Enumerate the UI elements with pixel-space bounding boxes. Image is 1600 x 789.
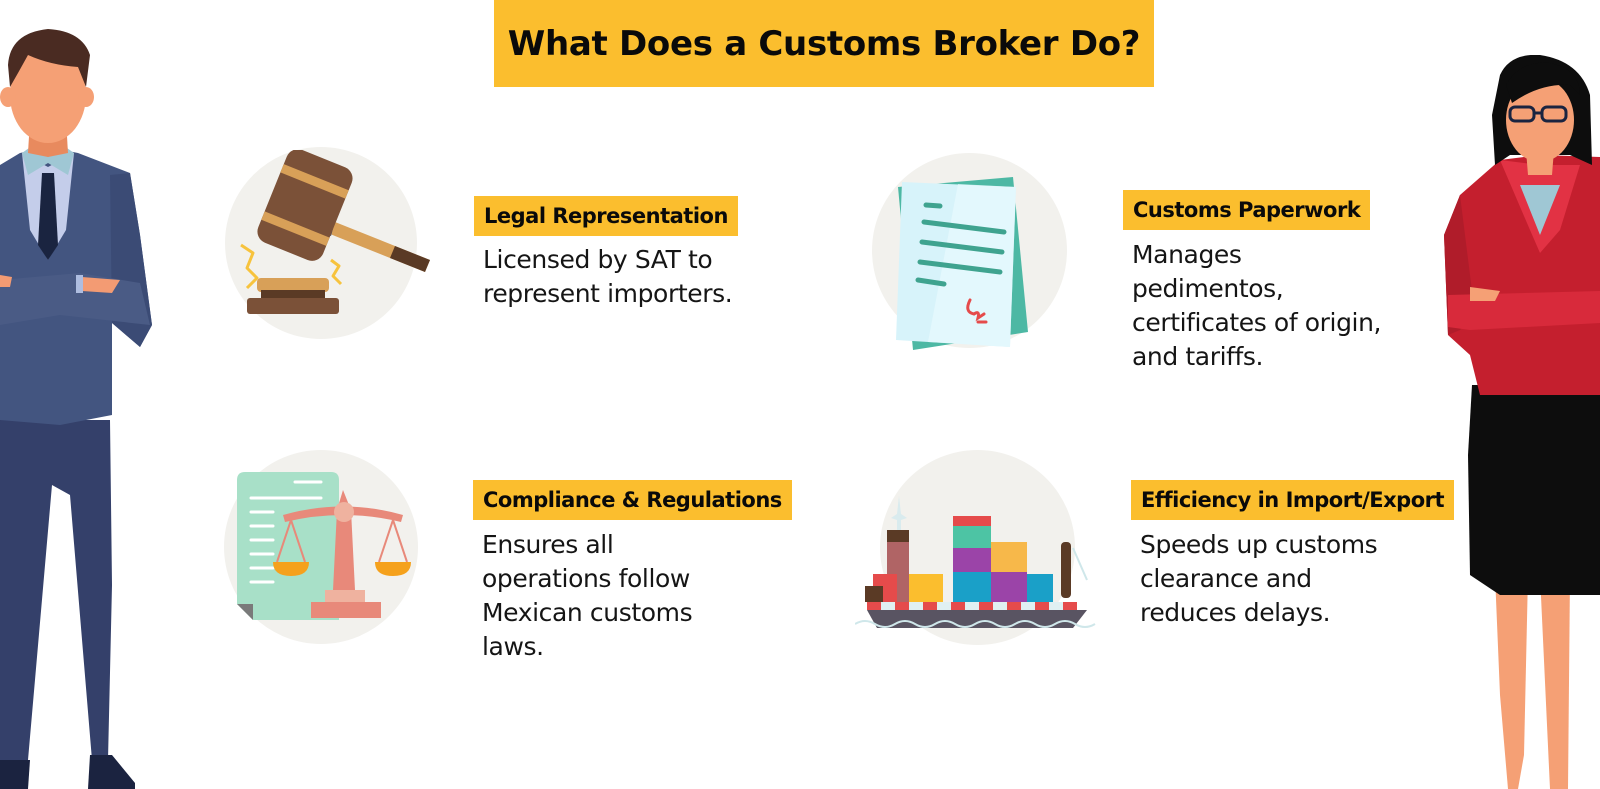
card-label: Compliance & Regulations xyxy=(473,480,792,520)
title-banner: What Does a Customs Broker Do? xyxy=(494,0,1154,87)
description-line: Licensed by SAT to xyxy=(483,245,713,274)
description-line: and tariffs. xyxy=(1132,342,1264,371)
document-icon xyxy=(896,177,1028,350)
businessman-illustration xyxy=(0,29,152,789)
description-line: laws. xyxy=(482,632,544,661)
description-line: Speeds up customs xyxy=(1140,530,1378,559)
description-line: reduces delays. xyxy=(1140,598,1331,627)
page-title: What Does a Customs Broker Do? xyxy=(507,23,1141,64)
description-line: certificates of origin, xyxy=(1132,308,1382,337)
description-line: pedimentos, xyxy=(1132,274,1284,303)
card-label: Customs Paperwork xyxy=(1123,190,1371,230)
card-label: Efficiency in Import/Export xyxy=(1131,480,1455,520)
description-line: Manages xyxy=(1132,240,1242,269)
description-line: Ensures all xyxy=(482,530,614,559)
card-description: Ensures all operations follow Mexican cu… xyxy=(482,528,693,664)
card-description: Manages pedimentos, certificates of orig… xyxy=(1132,238,1381,374)
description-line: represent importers. xyxy=(483,279,733,308)
scales-of-justice-icon xyxy=(237,472,411,620)
card-description: Licensed by SAT to represent importers. xyxy=(483,243,733,311)
description-line: Mexican customs xyxy=(482,598,693,627)
description-line: operations follow xyxy=(482,564,690,593)
businesswoman-illustration xyxy=(1444,55,1600,789)
description-line: clearance and xyxy=(1140,564,1312,593)
gavel-icon xyxy=(240,150,430,314)
card-description: Speeds up customs clearance and reduces … xyxy=(1140,528,1378,630)
card-label: Legal Representation xyxy=(474,196,738,236)
cargo-ship-icon xyxy=(855,496,1096,628)
